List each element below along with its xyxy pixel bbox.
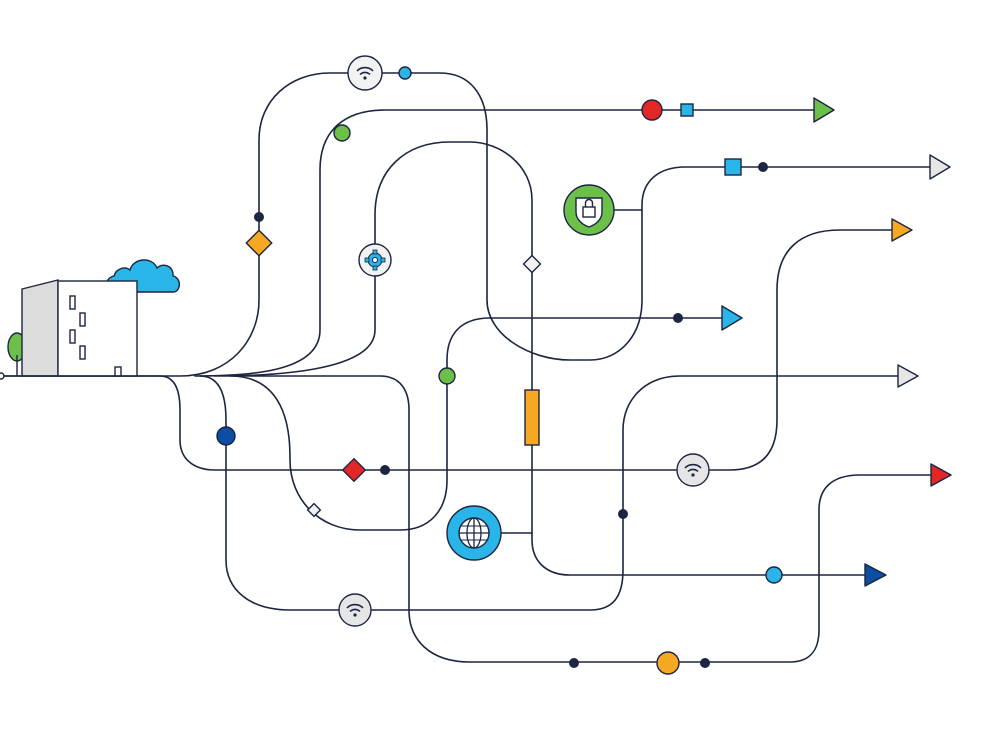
path-gear-route	[214, 141, 866, 576]
red-dot	[641, 99, 663, 121]
dark-blue-dot	[216, 426, 236, 446]
wifi-icon	[676, 453, 710, 487]
arrowhead-icon	[721, 305, 743, 331]
light-blue-square	[680, 103, 694, 117]
arrowhead-icon	[929, 154, 951, 180]
gear-icon	[358, 243, 392, 277]
arrowhead-icon	[891, 218, 913, 242]
orange-dot	[656, 651, 680, 675]
navy-dot	[758, 162, 768, 172]
navy-dot	[380, 465, 390, 475]
path-bottom-wifi-route	[199, 375, 899, 611]
blue-square	[724, 158, 742, 176]
green-dot	[333, 124, 351, 142]
wifi-icon	[338, 593, 372, 627]
arrowhead-icon	[897, 364, 919, 388]
orange-bar	[524, 389, 540, 446]
path-green-red-route	[194, 109, 816, 377]
lock-icon	[563, 184, 615, 236]
path-top-wifi-route	[0, 72, 931, 377]
path-green-dot-route	[229, 317, 723, 531]
navy-dot	[569, 658, 579, 668]
diagram-nodes	[216, 55, 783, 675]
gray-diamond	[522, 254, 542, 274]
small-gray-diamond	[306, 502, 322, 518]
connection-paths	[0, 72, 931, 663]
navy-dot	[673, 313, 683, 323]
light-blue-dot	[398, 66, 412, 80]
endpoint-arrows	[721, 97, 952, 587]
globe-icon	[446, 505, 502, 561]
navy-dot	[700, 658, 710, 668]
navy-dot	[618, 509, 628, 519]
light-blue-dot	[765, 566, 783, 584]
red-diamond	[341, 457, 367, 483]
arrowhead-icon	[813, 97, 835, 123]
navy-dot	[254, 212, 264, 222]
arrowhead-icon	[930, 463, 952, 487]
orange-diamond	[245, 229, 273, 257]
green-dot	[438, 367, 456, 385]
wifi-icon	[347, 55, 383, 91]
path-orange-route	[239, 375, 931, 663]
path-red-diamond-route	[159, 229, 893, 471]
office-building-icon	[0, 259, 181, 380]
arrowhead-icon	[864, 563, 887, 587]
